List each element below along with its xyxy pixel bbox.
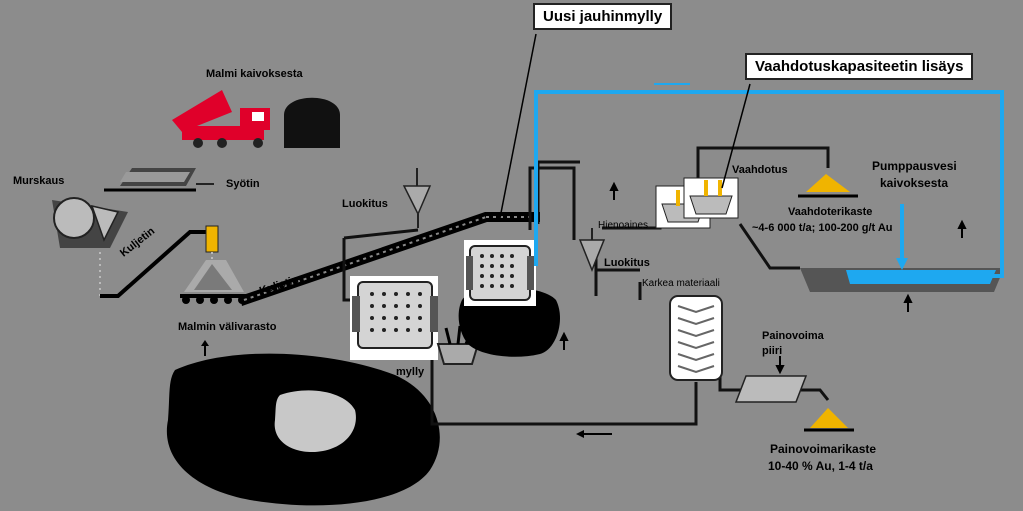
label-flotation: Vaahdotus	[732, 164, 788, 176]
label-gravity-circuit-1: Painovoima	[762, 330, 824, 342]
callout-pointers	[499, 33, 751, 219]
shaking-table	[734, 375, 808, 403]
pond-island	[274, 390, 356, 453]
label-pumping-water-2: kaivoksesta	[880, 176, 949, 190]
water-basin	[800, 268, 1004, 292]
label-coarse-material: Karkea materiaali	[642, 278, 720, 289]
label-gravity-concentrate-values: 10-40 % Au, 1-4 t/a	[768, 459, 873, 473]
feeder-icon	[104, 168, 214, 192]
process-piping	[342, 146, 830, 426]
label-crushing: Murskaus	[13, 175, 65, 187]
label-gravity-circuit-2: piiri	[762, 345, 783, 357]
new-ball-mill	[458, 240, 561, 357]
label-classification-1: Luokitus	[342, 198, 388, 210]
label-flotation-concentrate: Vaahdoterikaste	[788, 206, 873, 218]
label-flotation-concentrate-values: ~4-6 000 t/a; 100-200 g/t Au	[752, 222, 893, 234]
spiral-separator	[669, 295, 723, 381]
dump-truck-icon	[172, 90, 270, 148]
label-feeder: Syötin	[226, 178, 260, 190]
crusher-icon	[52, 197, 128, 296]
water-line	[534, 83, 1004, 278]
existing-ball-mill	[350, 276, 438, 360]
conveyor-2	[240, 212, 540, 306]
label-ore-from-mine: Malmi kaivoksesta	[206, 68, 303, 80]
small-arrows	[559, 181, 967, 375]
label-ore-stockpile: Malmin välivarasto	[178, 321, 277, 333]
flotation-concentrate-pile	[798, 174, 858, 198]
mine-entrance-icon	[284, 97, 340, 148]
label-pumping-water-1: Pumppausvesi	[872, 159, 957, 173]
callout-new-grinding-mill: Uusi jauhinmylly	[533, 3, 673, 30]
label-gravity-concentrate: Painovoimarikaste	[770, 442, 877, 456]
tailings-pond	[166, 353, 440, 506]
conveyor-1	[100, 225, 219, 298]
cyclone-classifier-2	[578, 228, 606, 273]
callout-flotation-capacity: Vaahdotuskapasiteetin lisäys	[745, 53, 974, 80]
label-mill: mylly	[396, 366, 425, 378]
label-fines: Hienoaines	[598, 220, 649, 231]
cyclone-classifier-1	[402, 168, 432, 228]
label-classification-2: Luokitus	[604, 257, 650, 269]
up-arrow-stockpile	[201, 340, 209, 356]
ore-stockpile	[180, 260, 246, 304]
flow-arrow-return	[576, 430, 612, 438]
gravity-concentrate-pile	[804, 408, 854, 432]
flotation-cells	[655, 177, 739, 229]
